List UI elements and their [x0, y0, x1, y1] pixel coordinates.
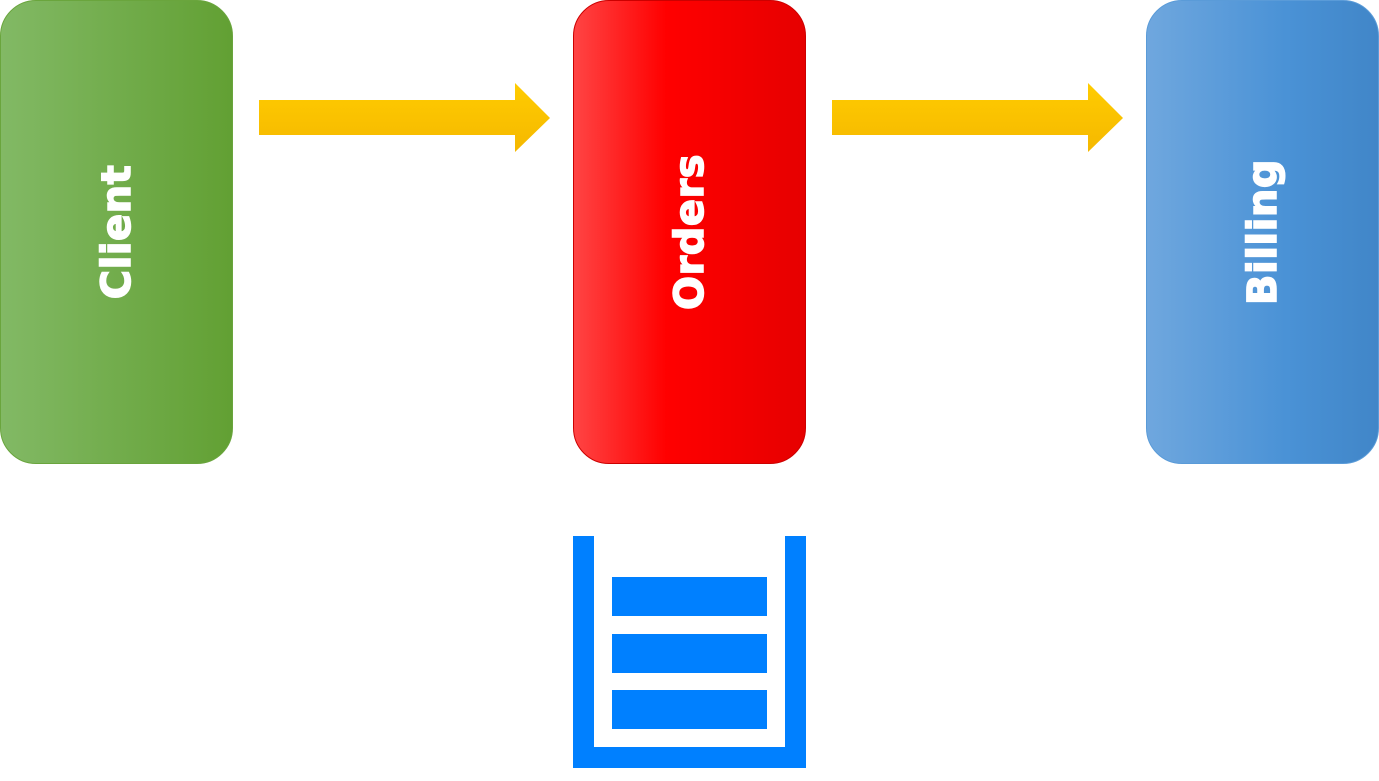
orders-node-label: Orders	[666, 153, 714, 311]
client-node-label: Client	[93, 164, 141, 300]
orders-node[interactable]: Orders	[573, 0, 806, 464]
client-node[interactable]: Client	[0, 0, 233, 464]
arrow-client-to-orders-icon	[259, 83, 550, 152]
queue-stack-icon	[573, 536, 806, 768]
arrow-orders-to-billing-icon	[832, 83, 1123, 152]
billing-node-label: Billing	[1239, 158, 1287, 305]
billing-node[interactable]: Billing	[1146, 0, 1379, 464]
